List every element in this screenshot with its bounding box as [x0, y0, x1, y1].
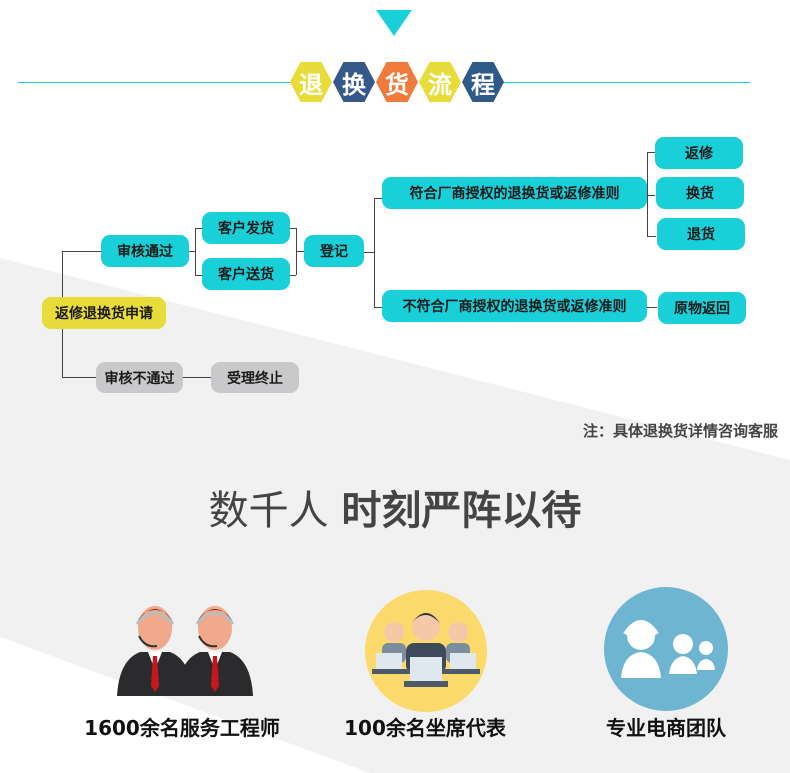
node-exchange: 换货 [656, 177, 744, 209]
node-refund: 退货 [657, 218, 745, 250]
node-not-meets-criteria: 不符合厂商授权的退换货或返修准则 [382, 290, 647, 322]
node-customer-ship: 客户发货 [202, 212, 290, 244]
node-meets-criteria: 符合厂商授权的退换货或返修准则 [382, 177, 647, 209]
title-line-left [18, 82, 290, 83]
note-text: 注：具体退换货详情咨询客服 [582, 422, 778, 440]
feature-caption: 专业电商团队 [606, 716, 726, 740]
node-approved: 审核通过 [101, 235, 189, 267]
node-repair: 返修 [655, 137, 743, 169]
node-return-original: 原物返回 [658, 292, 746, 324]
node-rejected: 审核不通过 [96, 362, 183, 393]
headline: 数千人 时刻严阵以待 [0, 478, 790, 536]
node-apply: 返修退换货申请 [42, 297, 166, 329]
feature-caption: 1600余名服务工程师 [84, 716, 280, 740]
node-register: 登记 [304, 235, 364, 267]
engineers-icon [117, 604, 255, 698]
down-arrow-icon [376, 10, 412, 36]
node-terminated: 受理终止 [211, 362, 299, 393]
ecommerce-team-icon [604, 587, 728, 711]
feature-caption: 100余名坐席代表 [344, 716, 506, 740]
headline-bold: 时刻严阵以待 [341, 488, 582, 534]
call-center-icon [365, 590, 487, 712]
title-line-right [500, 82, 750, 83]
headline-light: 数千人 [208, 488, 329, 534]
node-customer-deliver: 客户送货 [202, 258, 290, 290]
